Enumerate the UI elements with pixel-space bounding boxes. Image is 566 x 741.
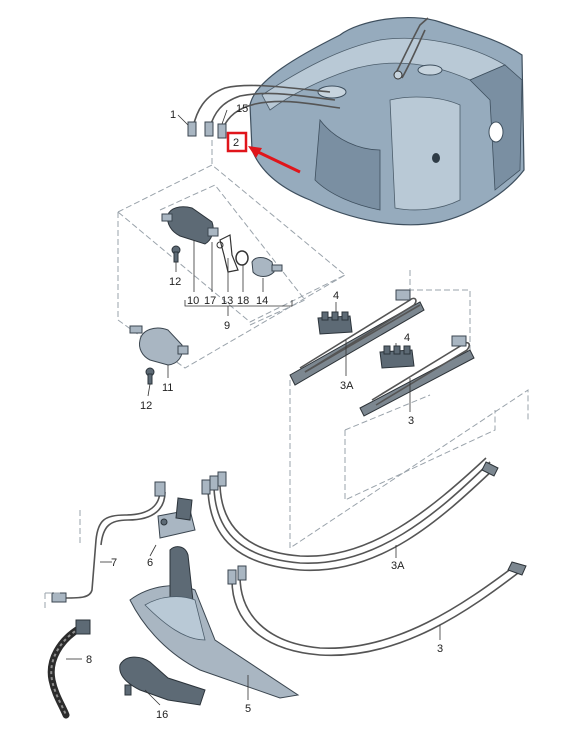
long-fuel-lines: [201, 457, 527, 657]
callout-15: 15: [236, 103, 248, 115]
callout-3A-top: 3A: [340, 380, 354, 392]
callout-16: 16: [156, 709, 168, 721]
filter-assembly: [129, 206, 293, 385]
callout-8: 8: [86, 654, 92, 666]
callout-7: 7: [111, 557, 117, 569]
callout-4-bottom: 4: [404, 332, 410, 344]
callout-labels: 1 2 15 12 10 17 13 18 14 9 11 12 4 4 3A …: [86, 103, 443, 721]
callout-3A-bottom: 3A: [391, 560, 405, 572]
callout-14: 14: [256, 295, 268, 307]
callout-3-top: 3: [408, 415, 414, 427]
callout-18: 18: [237, 295, 249, 307]
callout-11: 11: [162, 382, 173, 394]
callout-17: 17: [204, 295, 216, 307]
fuel-tank: [249, 17, 525, 226]
leader-lines: [66, 109, 441, 706]
clips-and-covers: [289, 289, 475, 417]
callout-13: 13: [221, 295, 233, 307]
callout-9: 9: [224, 320, 230, 332]
tank-feed-lines: [187, 84, 341, 139]
callout-6: 6: [147, 557, 153, 569]
callout-1: 1: [170, 109, 176, 121]
callout-2: 2: [233, 137, 239, 149]
callout-3-bottom: 3: [437, 643, 443, 655]
callout-12-top: 12: [169, 276, 181, 288]
lower-parts: [44, 481, 300, 719]
callout-5: 5: [245, 703, 251, 715]
callout-12-bottom: 12: [140, 400, 152, 412]
callout-10: 10: [187, 295, 199, 307]
callout-4-top: 4: [333, 290, 339, 302]
highlight-part-2: [226, 131, 301, 174]
